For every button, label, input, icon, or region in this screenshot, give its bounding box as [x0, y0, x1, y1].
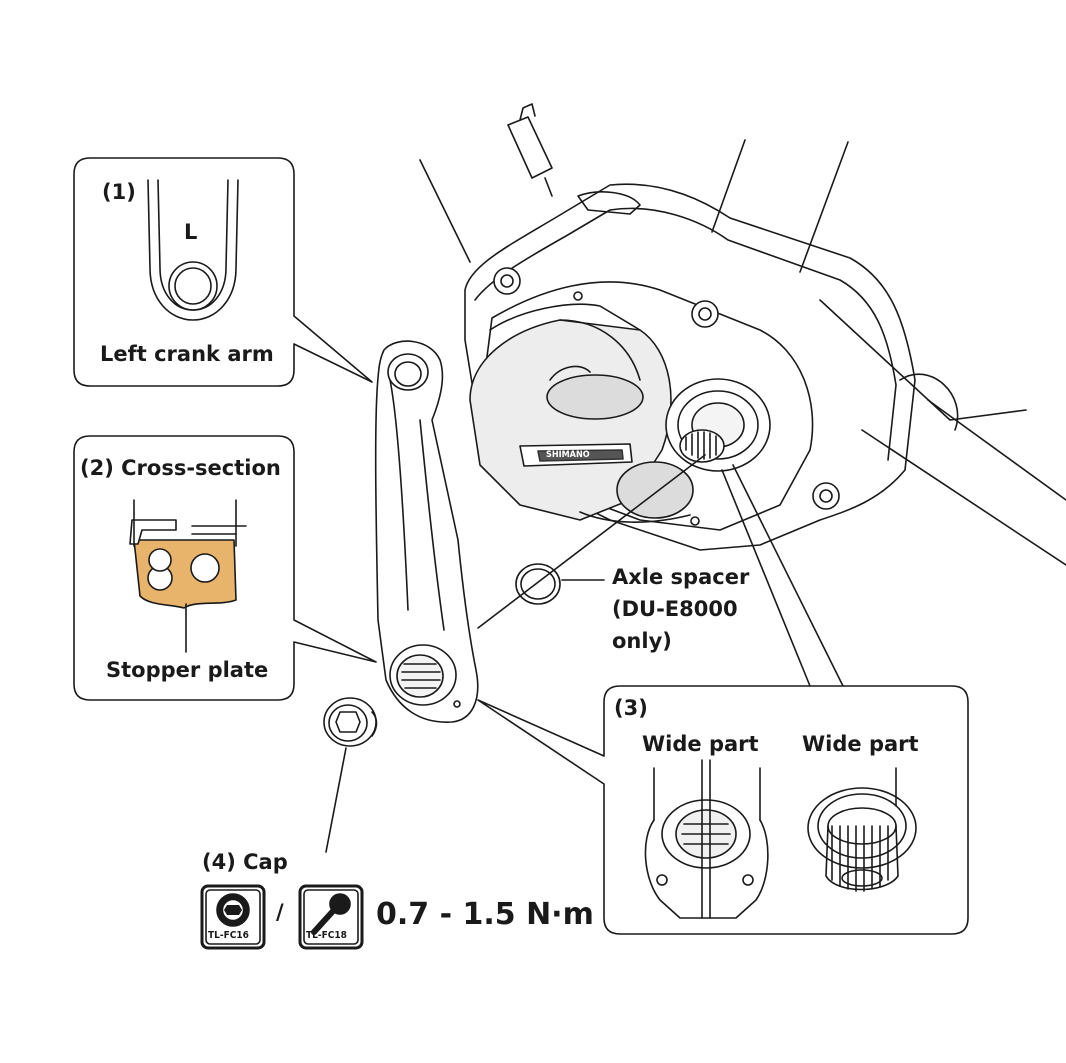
spindle-icon: [665, 378, 771, 472]
callout-cross-section-box: [73, 435, 377, 701]
callout-left-crank-box: [73, 157, 373, 387]
wide-part-leader-left: [721, 469, 811, 687]
spacer-label-line2: (DU-E8000: [612, 597, 738, 621]
torque-spec: 0.7 - 1.5 N·m: [376, 897, 594, 932]
stopper-plate-caption: Stopper plate: [106, 658, 269, 682]
wide-part-label-left: Wide part: [642, 732, 759, 756]
shimano-badge: [519, 443, 633, 467]
left-crank-number: (1): [102, 180, 136, 204]
cross-section-title: (2) Cross-section: [80, 456, 281, 480]
tool-1-label: TL-FC16: [208, 930, 249, 941]
wide-part-label-right: Wide part: [802, 732, 919, 756]
cap-leader-line: [325, 747, 347, 853]
tool-separator: /: [276, 900, 284, 924]
axle-spacer-icon: [515, 563, 561, 605]
motor-brand: SHIMANO: [546, 450, 590, 460]
spacer-label-line1: Axle spacer: [612, 565, 750, 589]
drive-unit: [419, 103, 1066, 566]
mounting-bolt-icon: [493, 267, 840, 526]
axle-axis-line: [477, 454, 706, 629]
tool-tl-fc16-icon: [200, 884, 266, 950]
crank-wide-part-drawing: [644, 759, 769, 919]
stopper-plate-drawing: [129, 499, 247, 653]
left-crank-caption: Left crank arm: [100, 342, 274, 366]
spacer-label-line3: only): [612, 629, 672, 653]
crank-side-marking: L: [184, 220, 198, 244]
crank-cap-icon: [323, 697, 378, 747]
callout-wide-part-box: [477, 685, 969, 935]
spindle-wide-part-drawing: [807, 767, 917, 892]
cap-title: (4) Cap: [202, 850, 288, 874]
tool-2-label: TL-FC18: [306, 930, 347, 941]
left-crank-arm-drawing: [374, 340, 479, 723]
wide-part-leader-right: [732, 464, 844, 687]
tool-tl-fc18-icon: [298, 884, 364, 950]
wide-part-number: (3): [614, 696, 648, 720]
